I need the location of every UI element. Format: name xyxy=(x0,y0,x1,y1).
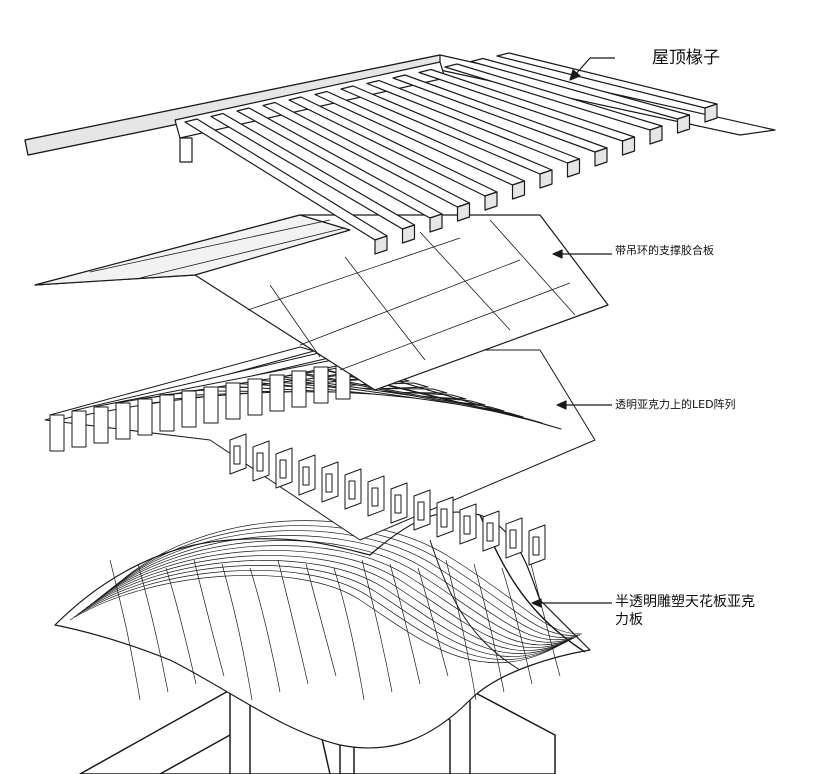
led-module-end xyxy=(137,398,153,436)
rafter-end xyxy=(401,224,416,244)
led-module-slot xyxy=(486,522,494,542)
rafter-end xyxy=(621,136,636,156)
led-module-end xyxy=(115,402,131,440)
led-module-slot xyxy=(509,529,517,549)
led-module-face xyxy=(229,433,247,475)
led-module-end xyxy=(49,414,65,452)
led-module-face xyxy=(505,517,523,559)
label-sculpted-ceiling: 半透明雕塑天花板亚克力板 xyxy=(615,594,755,628)
sculpted-ceiling-panel xyxy=(54,511,591,749)
rafter-end xyxy=(704,103,718,123)
led-module-slot xyxy=(532,536,540,556)
led-module-end xyxy=(225,382,241,420)
led-module-face xyxy=(367,475,385,517)
led-module-slot xyxy=(463,515,471,535)
led-module-slot xyxy=(371,487,379,507)
led-module-end xyxy=(71,410,87,448)
led-module-face xyxy=(390,482,408,524)
rafter-end xyxy=(539,169,553,189)
ceiling-mesh-line xyxy=(137,563,169,693)
led-module-end xyxy=(159,394,175,432)
led-module-slot xyxy=(348,480,356,500)
ceiling-mesh-line xyxy=(277,559,309,685)
ceiling-mesh-line xyxy=(361,559,393,693)
ceiling-mesh-line xyxy=(109,559,141,701)
ceiling-mesh-line xyxy=(89,550,571,649)
ceiling-mesh-line xyxy=(105,530,579,638)
led-module-face xyxy=(459,503,477,545)
ceiling-mesh-line xyxy=(445,559,477,701)
rafter-end xyxy=(594,147,608,167)
ceiling-mesh-line xyxy=(165,567,197,685)
rafter-end xyxy=(484,191,498,211)
led-module-face xyxy=(252,440,270,482)
led-module-end xyxy=(313,366,329,404)
ceiling-mesh-line xyxy=(97,540,575,643)
ceiling-mesh-line xyxy=(417,567,449,677)
led-module-end xyxy=(247,378,263,416)
ceiling-mesh-line xyxy=(389,563,421,685)
led-module-slot xyxy=(302,466,310,486)
led-module-face xyxy=(482,510,500,552)
led-module-end xyxy=(93,406,109,444)
ceiling-mesh-line xyxy=(249,567,281,693)
ceiling-mesh-line xyxy=(221,563,253,701)
led-module-slot xyxy=(279,459,287,479)
led-module-end xyxy=(269,374,285,412)
led-module-face xyxy=(344,468,362,510)
ceiling-mesh-line xyxy=(81,560,567,654)
ceiling-mesh-line xyxy=(93,545,573,646)
led-module-slot xyxy=(440,508,448,528)
led-module-face xyxy=(413,489,431,531)
rafter-end xyxy=(566,158,581,178)
label-support-plywood: 带吊环的支撑胶合板 xyxy=(615,244,714,257)
rafter-end xyxy=(374,235,388,255)
ceiling-mesh-line xyxy=(305,563,337,677)
rafter-end xyxy=(676,114,691,134)
ceiling-mesh-line xyxy=(193,559,225,677)
led-module-slot xyxy=(325,473,333,493)
ceiling-mesh-line xyxy=(77,565,565,657)
roof-rafters xyxy=(24,52,776,255)
leader-lines xyxy=(531,57,615,608)
ceiling-mesh-line xyxy=(69,575,561,663)
led-module-slot xyxy=(417,501,425,521)
led-module-face xyxy=(275,447,293,489)
ceiling-mesh-line xyxy=(73,570,563,660)
led-module-slot xyxy=(233,445,241,465)
led-array-modules xyxy=(44,346,596,566)
led-module-end xyxy=(291,370,307,408)
label-led-array: 透明亚克力上的LED阵列 xyxy=(615,398,736,411)
led-module-slot xyxy=(394,494,402,514)
rafter-end xyxy=(649,125,663,145)
ceiling-mesh-line xyxy=(333,567,365,701)
label-roof-rafters: 屋顶椽子 xyxy=(652,48,720,68)
led-module-face xyxy=(298,454,316,496)
rafter-end xyxy=(429,213,443,233)
ceiling-mesh-line xyxy=(85,555,569,651)
led-module-end xyxy=(181,390,197,428)
ceiling-mesh-line xyxy=(101,535,577,641)
support-plywood-panel xyxy=(34,214,609,391)
led-module-slot xyxy=(256,452,264,472)
led-module-face xyxy=(321,461,339,503)
led-module-face xyxy=(528,524,546,566)
rafter-end xyxy=(456,202,471,222)
ceiling-mesh-line xyxy=(109,525,581,636)
rafter-end xyxy=(511,180,526,200)
ceiling-mesh-line xyxy=(113,520,583,635)
led-module-face xyxy=(436,496,454,538)
ceiling-mesh-line xyxy=(501,567,533,685)
ceiling-mesh-line xyxy=(473,563,505,693)
led-module-end xyxy=(203,386,219,424)
